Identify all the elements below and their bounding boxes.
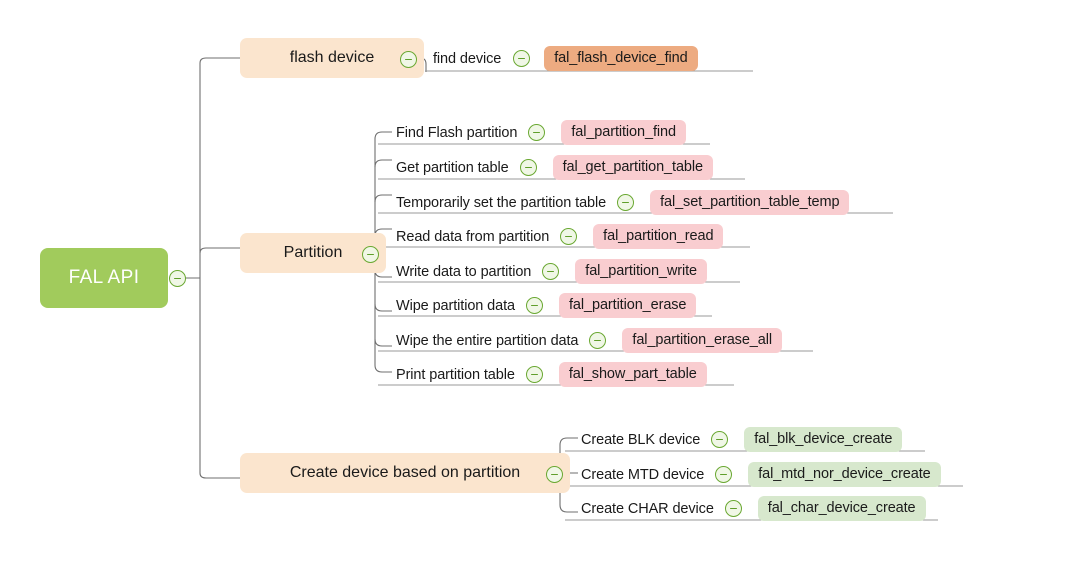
collapse-icon-read-data-from-partition[interactable] [560, 228, 578, 246]
leaf-label: Wipe the entire partition data [396, 332, 579, 349]
collapse-icon-find-flash-partition[interactable] [528, 124, 546, 142]
leaf-get-partition-table[interactable]: Get partition table fal_get_partition_ta… [396, 155, 713, 181]
root-node[interactable]: FAL API [40, 248, 168, 308]
api-badge[interactable]: fal_partition_find [561, 120, 686, 146]
leaf-label: Wipe partition data [396, 297, 515, 314]
api-badge[interactable]: fal_flash_device_find [544, 46, 698, 72]
branch-label: Partition [283, 244, 343, 261]
branch-flash-device[interactable]: flash device [240, 38, 424, 78]
api-badge[interactable]: fal_set_partition_table_temp [650, 190, 850, 216]
collapse-icon-write-data-to-partition[interactable] [542, 263, 560, 281]
api-badge[interactable]: fal_blk_device_create [744, 427, 903, 453]
collapse-icon-root[interactable] [169, 270, 186, 287]
leaf-label: Temporarily set the partition table [396, 194, 607, 211]
api-badge[interactable]: fal_partition_erase_all [622, 328, 782, 354]
collapse-icon-wipe-partition-data[interactable] [526, 297, 543, 315]
leaf-print-partition-table[interactable]: Print partition table fal_show_part_tabl… [396, 362, 707, 388]
leaf-label: Print partition table [396, 366, 515, 383]
api-badge[interactable]: fal_get_partition_table [552, 155, 713, 181]
api-badge[interactable]: fal_partition_erase [559, 293, 697, 319]
leaf-find-device[interactable]: find device fal_flash_device_find [433, 46, 698, 72]
collapse-icon-get-partition-table[interactable] [519, 159, 537, 177]
leaf-temporarily-set-partition-table[interactable]: Temporarily set the partition table fal_… [396, 190, 850, 216]
leaf-label: Find Flash partition [396, 124, 518, 141]
api-badge[interactable]: fal_char_device_create [757, 496, 926, 522]
leaf-label: Create BLK device [581, 431, 701, 448]
collapse-icon-temporarily-set-partition-table[interactable] [617, 194, 635, 212]
leaf-label: Create MTD device [581, 466, 705, 483]
collapse-icon-partition[interactable] [362, 246, 379, 263]
leaf-label: Get partition table [396, 159, 509, 176]
collapse-icon-create-blk-device[interactable] [711, 431, 729, 449]
leaf-label: Create CHAR device [581, 500, 714, 517]
collapse-icon-wipe-entire-partition-data[interactable] [589, 332, 607, 350]
branch-label: Create device based on partition [289, 464, 521, 481]
leaf-label: find device [433, 50, 502, 67]
collapse-icon-print-partition-table[interactable] [525, 366, 543, 384]
leaf-wipe-partition-data[interactable]: Wipe partition data fal_partition_erase [396, 293, 697, 319]
collapse-icon-create-char-device[interactable] [724, 500, 742, 518]
api-badge[interactable]: fal_partition_write [575, 259, 708, 285]
leaf-wipe-entire-partition-data[interactable]: Wipe the entire partition data fal_parti… [396, 328, 782, 354]
leaf-create-char-device[interactable]: Create CHAR device fal_char_device_creat… [581, 496, 926, 522]
collapse-icon-create-device[interactable] [546, 466, 563, 483]
leaf-create-mtd-device[interactable]: Create MTD device fal_mtd_nor_device_cre… [581, 462, 941, 488]
leaf-label: Write data to partition [396, 263, 532, 280]
root-node-label: FAL API [68, 267, 140, 288]
leaf-create-blk-device[interactable]: Create BLK device fal_blk_device_create [581, 427, 903, 453]
leaf-find-flash-partition[interactable]: Find Flash partition fal_partition_find [396, 120, 686, 146]
collapse-icon-create-mtd-device[interactable] [715, 466, 733, 484]
api-badge[interactable]: fal_show_part_table [558, 362, 707, 388]
leaf-write-data-to-partition[interactable]: Write data to partition fal_partition_wr… [396, 259, 708, 285]
leaf-read-data-from-partition[interactable]: Read data from partition fal_partition_r… [396, 224, 724, 250]
api-badge[interactable]: fal_mtd_nor_device_create [748, 462, 941, 488]
collapse-icon-flash-device[interactable] [400, 51, 417, 68]
branch-label: flash device [289, 49, 375, 66]
api-badge[interactable]: fal_partition_read [593, 224, 724, 250]
collapse-icon-find-device[interactable] [513, 50, 531, 68]
branch-partition[interactable]: Partition [240, 233, 386, 273]
leaf-label: Read data from partition [396, 228, 550, 245]
branch-create-device[interactable]: Create device based on partition [240, 453, 570, 493]
